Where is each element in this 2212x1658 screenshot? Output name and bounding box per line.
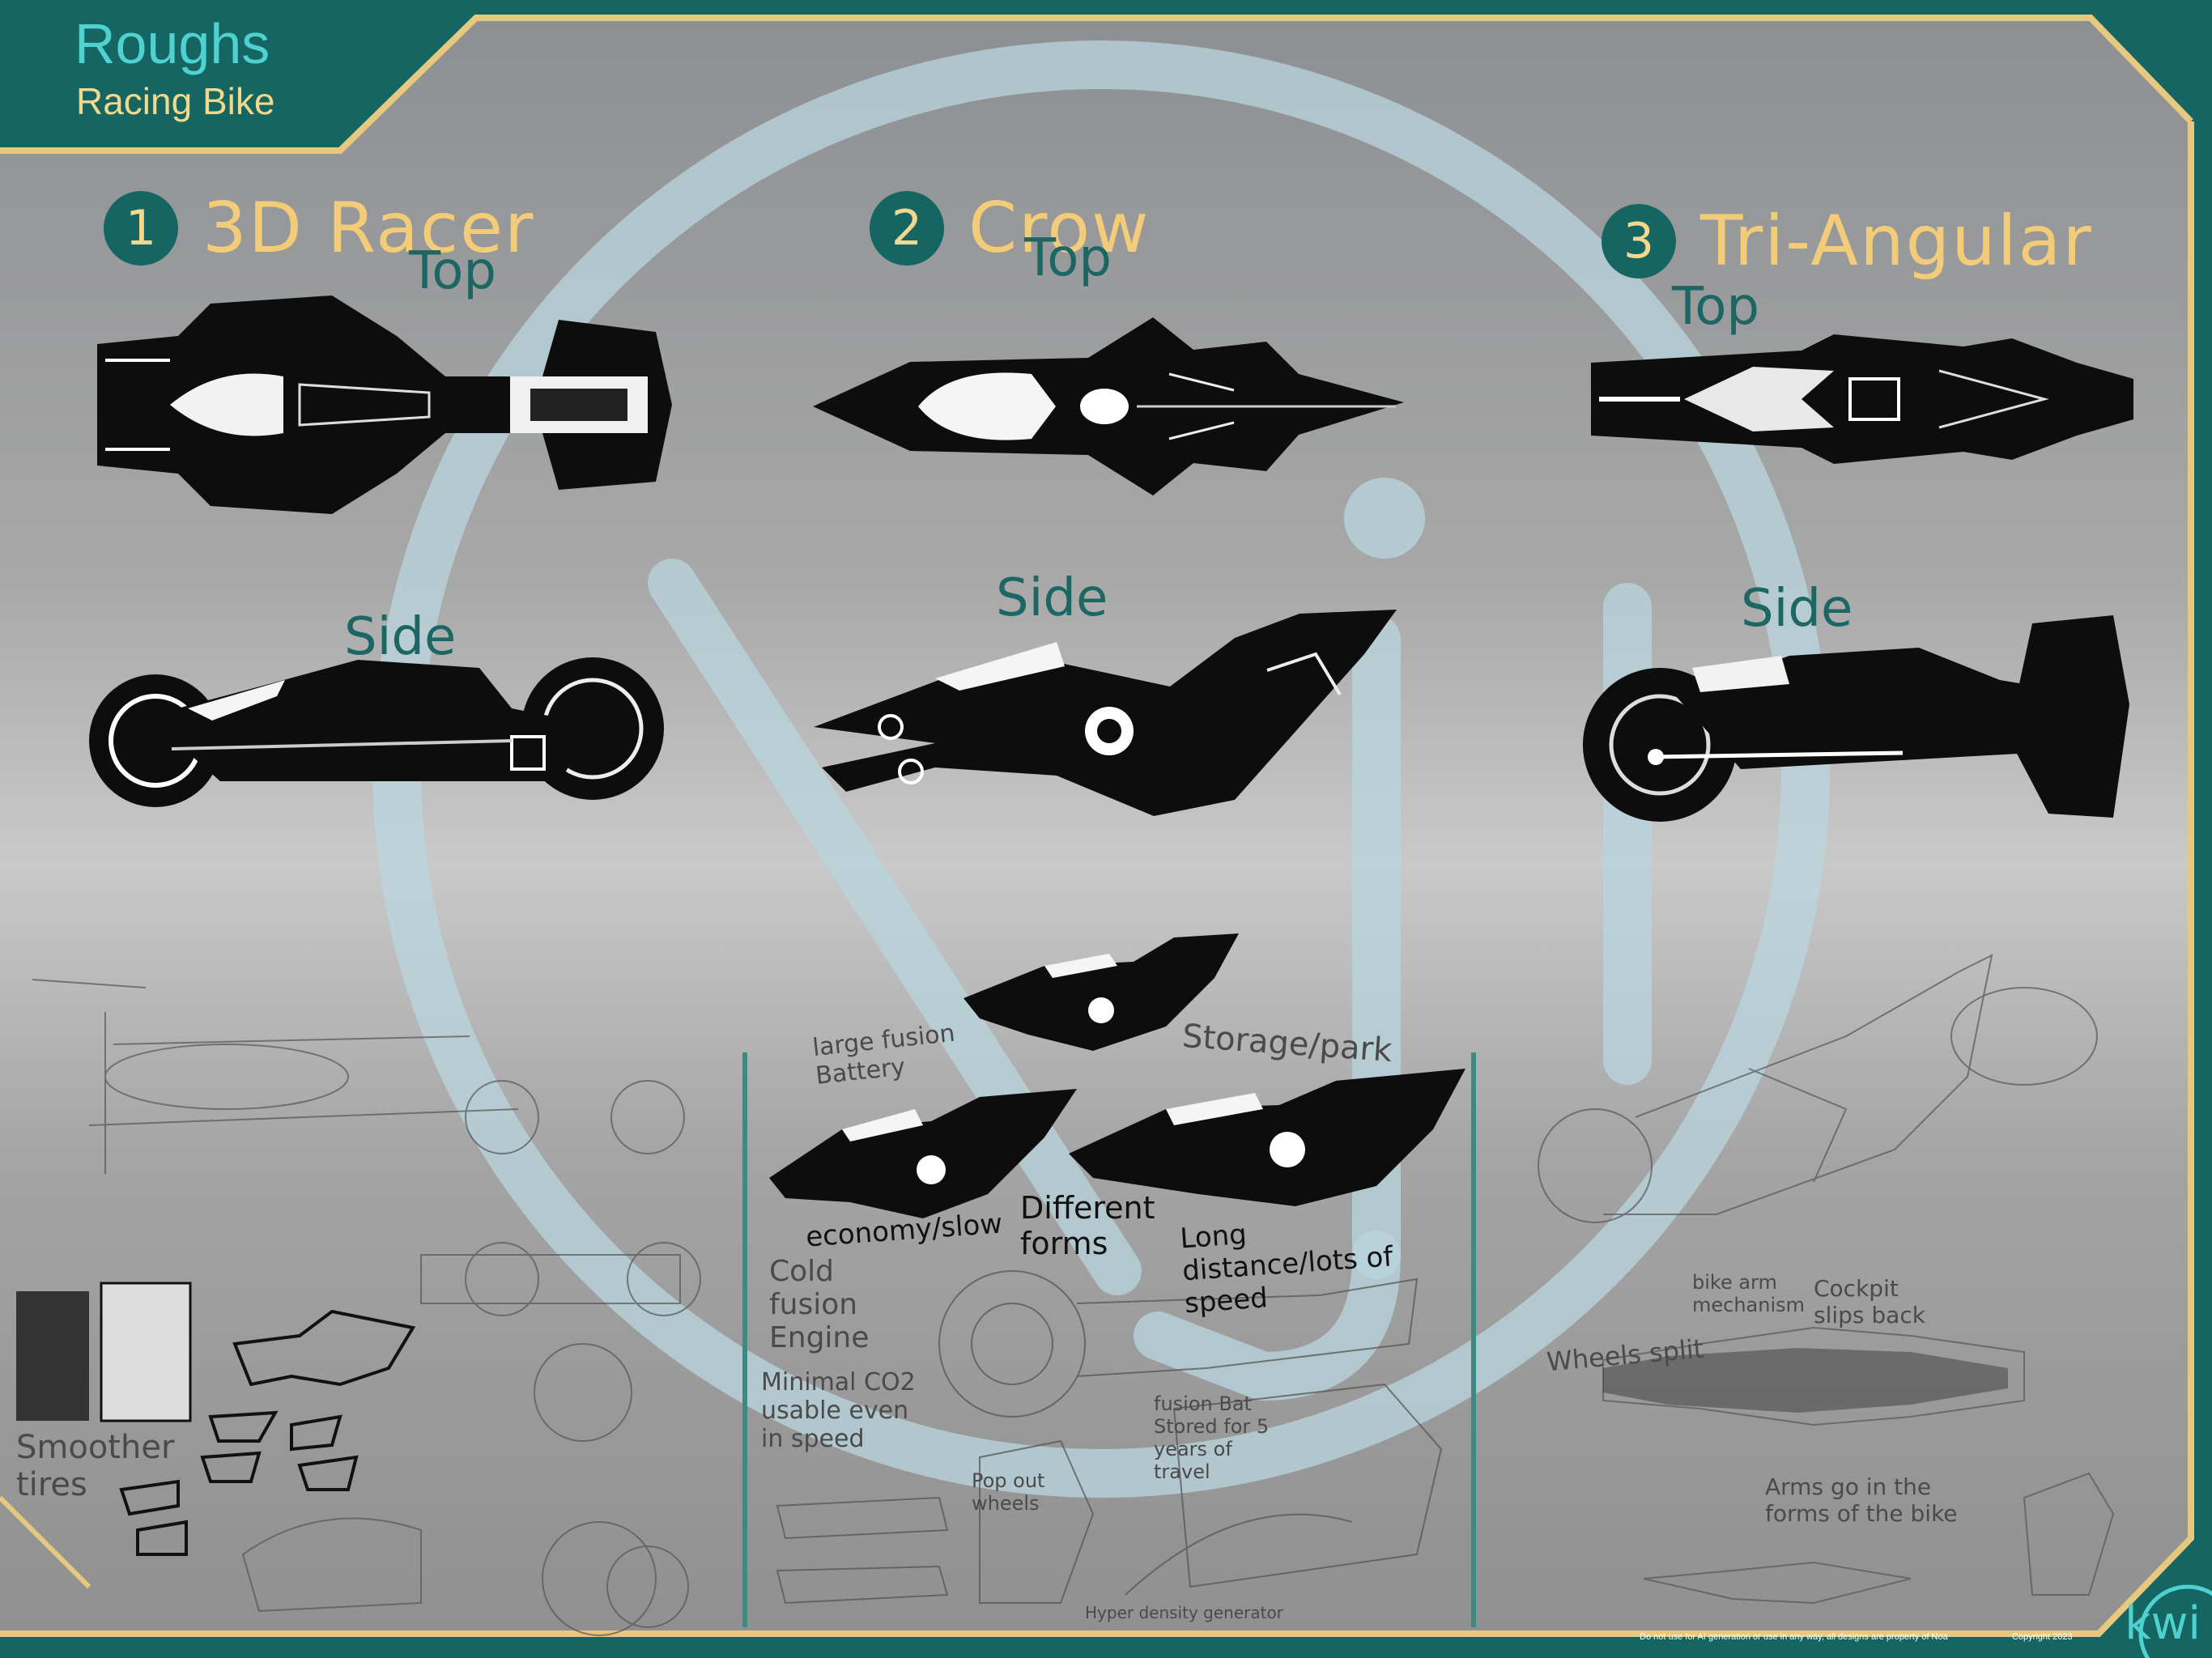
note-hyper-density-generator: Hyper density generator: [1085, 1603, 1283, 1622]
concept-name: Tri-Angular: [1700, 201, 2093, 282]
page-subtitle: Racing Bike: [76, 80, 275, 122]
top-view-label: Top: [1672, 277, 1759, 337]
brand-logo-icon: [2138, 1584, 2212, 1658]
top-view-label: Top: [409, 241, 496, 301]
side-view-label: Side: [1741, 579, 1853, 639]
concept-2-heading: 2 Crow: [870, 188, 1150, 269]
note-arms-go-in-forms: Arms go in the forms of the bike: [1765, 1473, 1958, 1527]
note-long-distance: Long distance/lots of speed: [1179, 1218, 1394, 1320]
concept-3-pencil-sketches: [1538, 954, 2115, 1605]
note-minimal-co2: Minimal CO2 usable even in speed: [761, 1368, 916, 1453]
note-cold-fusion-engine: Cold fusion Engine: [769, 1255, 870, 1354]
page-title: Roughs: [74, 12, 270, 75]
note-pop-out-wheels: Pop out wheels: [972, 1469, 1045, 1515]
concept-1-side-view-drawing: [89, 657, 664, 807]
concept-name: 3D Racer: [202, 188, 535, 269]
side-view-label: Side: [996, 568, 1108, 628]
note-different-forms: Different forms: [1020, 1190, 1155, 1261]
footer-copyright: Copyright 2023: [2012, 1632, 2073, 1642]
concept-3-side-view-drawing: [1583, 615, 2129, 822]
concept-3-heading: 3 Tri-Angular: [1602, 201, 2093, 282]
brand-logo-text: kwi: [2125, 1597, 2201, 1650]
note-cockpit-slips-back: Cockpit slips back: [1814, 1275, 1925, 1329]
concept-3-top-view-drawing: [1591, 334, 2133, 464]
concept-1-heading: 1 3D Racer: [104, 188, 534, 269]
side-view-label: Side: [344, 607, 457, 667]
concept-2-side-view-drawing: [814, 610, 1397, 816]
footer-disclaimer: Do not use for AI generation or use in a…: [1640, 1632, 1948, 1642]
concept-2-pencil-sketches: [776, 1270, 1443, 1605]
concept-1-top-view-drawing: [97, 295, 672, 514]
note-fusion-bat-stored: fusion Bat Stored for 5 years of travel: [1154, 1392, 1270, 1483]
concept-name: Crow: [968, 188, 1151, 269]
concept-2-top-view-drawing: [813, 317, 1404, 495]
top-view-label: Top: [1024, 228, 1112, 288]
concept-1-pencil-sketches: [16, 979, 701, 1636]
concept-number-badge: 3: [1602, 204, 1676, 278]
note-smoother-tires: Smoother tires: [16, 1429, 175, 1503]
crow-form-variant-economy: [769, 1089, 1077, 1218]
crow-form-variant-storage: [963, 933, 1239, 1051]
concept-number-badge: 2: [870, 191, 944, 266]
crow-form-variant-long-distance: [1069, 1069, 1465, 1206]
note-bike-arm-mechanism: bike arm mechanism: [1692, 1271, 1806, 1316]
concept-number-badge: 1: [104, 191, 178, 266]
header: Roughs Racing Bike: [0, 0, 389, 154]
